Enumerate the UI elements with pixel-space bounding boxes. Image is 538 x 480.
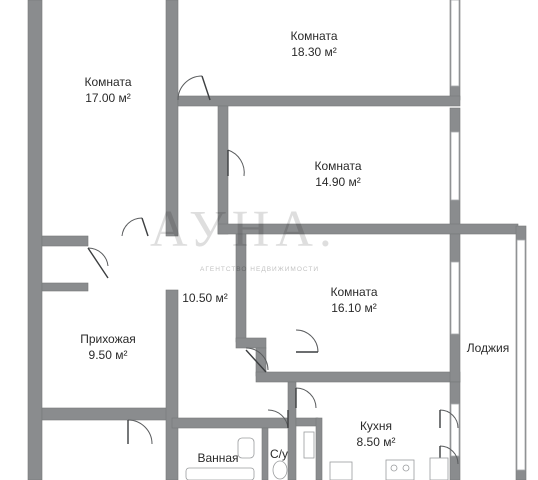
watermark-tagline: АГЕНТСТВО НЕДВИЖИМОСТИ: [200, 266, 319, 273]
room-label-loggia: Лоджия: [460, 340, 516, 356]
windows: [450, 0, 526, 471]
room-label-hallway: Прихожая 9.50 м²: [58, 331, 158, 363]
room-label-wc: С/у: [266, 446, 292, 462]
room-label-room-4: Комната 16.10 м²: [304, 284, 404, 316]
room-area: 14.90 м²: [315, 175, 361, 189]
room-name: Комната: [84, 75, 132, 89]
room-area: 8.50 м²: [356, 435, 396, 449]
fixtures: [185, 431, 449, 480]
room-label-room-3: Комната 14.90 м²: [288, 158, 388, 190]
room-label-corridor: 10.50 м²: [170, 290, 240, 306]
room-name: Ванная: [197, 451, 239, 465]
room-name: Лоджия: [466, 341, 510, 355]
room-name: Комната: [290, 29, 338, 43]
room-name: Кухня: [359, 419, 393, 433]
room-label-room-1: Комната 18.30 м²: [264, 28, 364, 60]
room-name: Комната: [330, 285, 378, 299]
room-label-bathroom: Ванная: [190, 450, 246, 466]
room-name: Комната: [314, 159, 362, 173]
room-area: 18.30 м²: [291, 45, 337, 59]
room-name: Прихожая: [80, 332, 136, 346]
room-label-kitchen: Кухня 8.50 м²: [326, 418, 426, 450]
room-name: С/у: [270, 447, 288, 461]
room-area: 10.50 м²: [182, 291, 228, 305]
room-label-room-2: Комната 17.00 м²: [58, 74, 158, 106]
room-area: 16.10 м²: [331, 301, 377, 315]
watermark-logo: АУНА.: [150, 201, 338, 258]
room-area: 17.00 м²: [85, 91, 131, 105]
room-area: 9.50 м²: [88, 348, 128, 362]
